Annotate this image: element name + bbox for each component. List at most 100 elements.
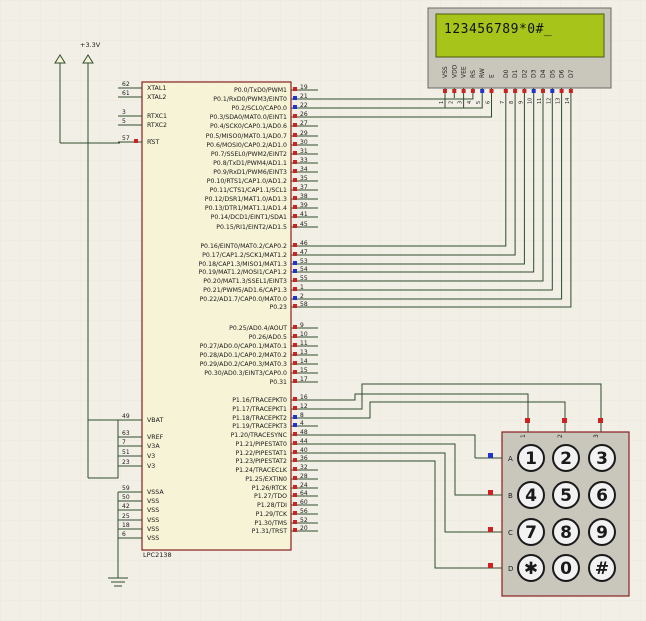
power-label: +3.3V xyxy=(80,41,101,49)
pin-state-marker xyxy=(531,89,536,93)
mcu-right-pin-number: 14 xyxy=(300,358,308,365)
lcd-pin-name: D2 xyxy=(521,69,528,78)
keypad-key-label: 2 xyxy=(560,449,572,469)
mcu-right-pin-number: 17 xyxy=(300,376,308,383)
mcu-right-pin-name: P1.18/TRACEPKT2 xyxy=(232,415,287,422)
keypad-key[interactable] xyxy=(552,518,580,546)
keypad-key-label: 0 xyxy=(560,559,572,579)
pin-state-marker xyxy=(293,493,297,497)
mcu-body[interactable] xyxy=(141,81,292,551)
mcu-right-pin-number: 19 xyxy=(300,84,308,91)
mcu-right-pin-name: P1.25/EXTIN0 xyxy=(245,476,287,483)
mcu-left-pin-number: 50 xyxy=(122,494,130,501)
keypad-key[interactable] xyxy=(517,518,545,546)
mcu-left-pin-number: 3 xyxy=(122,109,126,116)
mcu-left-pin-name: VSS xyxy=(147,507,159,514)
wire xyxy=(318,98,572,308)
pin-state-marker xyxy=(293,169,297,173)
mcu-right-pin-name: P1.20/TRACESYNC xyxy=(231,432,287,439)
mcu-right-pin-name: P0.13/DTR1/MAT1.1/AD1.4 xyxy=(205,205,287,212)
lcd-pin-name: VDD xyxy=(451,64,458,78)
mcu-right-pin-name: P0.30/AD0.3/EINT3/CAP0.0 xyxy=(204,370,287,377)
mcu-right-pin-number: 47 xyxy=(300,249,308,256)
mcu-right-pin-name: P0.21/PWM5/AD1.6/CAP1.3 xyxy=(203,287,287,294)
mcu-right-pin-number: 20 xyxy=(300,525,308,532)
mcu-right-pin-name: P0.6/MOSI0/CAP0.2/AD1.0 xyxy=(206,142,287,149)
keypad-key-label: 6 xyxy=(596,486,608,506)
lcd-pin-number: 3 xyxy=(458,101,464,104)
pin-state-marker xyxy=(525,418,530,423)
pin-state-marker xyxy=(293,423,297,427)
wire xyxy=(318,98,544,282)
pin-state-marker xyxy=(293,224,297,228)
mcu-right-pin-number: 2 xyxy=(300,293,304,300)
pin-state-marker xyxy=(293,278,297,282)
keypad-key-label: 7 xyxy=(525,523,537,543)
mcu-right-pin-name: P0.25/AD0.4/AOUT xyxy=(229,325,287,332)
keypad-key[interactable] xyxy=(552,444,580,472)
mcu-left-pin-number: 7 xyxy=(122,439,126,446)
pin-state-marker xyxy=(293,379,297,383)
mcu-right-pin-number: 13 xyxy=(300,349,308,356)
pin-state-marker xyxy=(541,89,545,93)
wire xyxy=(318,98,483,109)
lcd-pin-name: E xyxy=(489,74,496,78)
lcd-pin-number: 7 xyxy=(500,101,506,104)
lcd-screen xyxy=(435,13,605,58)
pin-state-marker xyxy=(461,89,466,93)
pin-state-marker xyxy=(293,114,297,118)
lcd-pin-number: 10 xyxy=(528,98,534,104)
mcu-right-pin-number: 8 xyxy=(300,412,304,419)
keypad-key[interactable] xyxy=(588,444,616,472)
pin-state-marker xyxy=(293,252,297,256)
keypad-row-label: B xyxy=(508,492,513,500)
keypad-key[interactable] xyxy=(588,554,616,582)
keypad-key-label: 3 xyxy=(596,449,608,469)
keypad-key[interactable] xyxy=(517,444,545,472)
pin-state-marker xyxy=(293,87,297,91)
pin-state-marker xyxy=(293,261,297,265)
lcd-pin-name: D0 xyxy=(503,69,510,78)
keypad-key-label: 1 xyxy=(525,449,537,469)
keypad-col-label: 1 xyxy=(520,434,527,438)
lcd-pin-number: 12 xyxy=(546,98,552,104)
keypad-key[interactable] xyxy=(588,481,616,509)
pin-state-marker xyxy=(293,325,297,329)
keypad-key[interactable] xyxy=(517,481,545,509)
keypad-key[interactable] xyxy=(552,554,580,582)
mcu-right-pin-name: P0.22/AD1.7/CAP0.0/MAT0.0 xyxy=(200,296,287,303)
mcu-right-pin-name: P1.24/TRACECLK xyxy=(235,467,288,474)
keypad-key[interactable] xyxy=(588,518,616,546)
keypad-key[interactable] xyxy=(517,554,545,582)
mcu-right-pin-number: 9 xyxy=(300,322,304,329)
mcu-left-pin-number: 51 xyxy=(122,449,130,456)
lcd-pin-number: 6 xyxy=(486,101,492,104)
mcu-right-pin-name: P0.27/AD0.0/CAP0.1/MAT0.1 xyxy=(200,343,287,350)
pin-state-marker xyxy=(293,214,297,218)
keypad-key-label: ✱ xyxy=(524,559,538,579)
mcu-right-pin-number: 29 xyxy=(300,130,308,137)
keypad-key[interactable] xyxy=(552,481,580,509)
pin-state-marker xyxy=(522,89,527,93)
lcd-pin-number: 8 xyxy=(509,101,515,104)
pin-state-marker xyxy=(293,123,297,127)
pin-state-marker xyxy=(293,458,297,462)
mcu-right-pin-number: 15 xyxy=(300,367,308,374)
pin-state-marker xyxy=(293,361,297,365)
mcu-left-pin-number: 5 xyxy=(122,118,126,125)
lcd-display-text: 123456789*0#_ xyxy=(444,22,552,37)
mcu-right-pin-number: 28 xyxy=(300,473,308,480)
mcu-right-pin-name: P1.31/TRST xyxy=(252,528,288,535)
mcu-right-pin-name: P0.23 xyxy=(269,304,287,311)
mcu-right-pin-number: 37 xyxy=(300,184,308,191)
wire xyxy=(318,98,492,118)
keypad-row-label: C xyxy=(508,529,513,537)
lcd-pin-number: 9 xyxy=(518,101,524,104)
wire xyxy=(88,466,119,479)
mcu-right-pin-number: 44 xyxy=(300,438,308,445)
pin-state-marker xyxy=(293,370,297,374)
pin-state-marker xyxy=(293,485,297,489)
